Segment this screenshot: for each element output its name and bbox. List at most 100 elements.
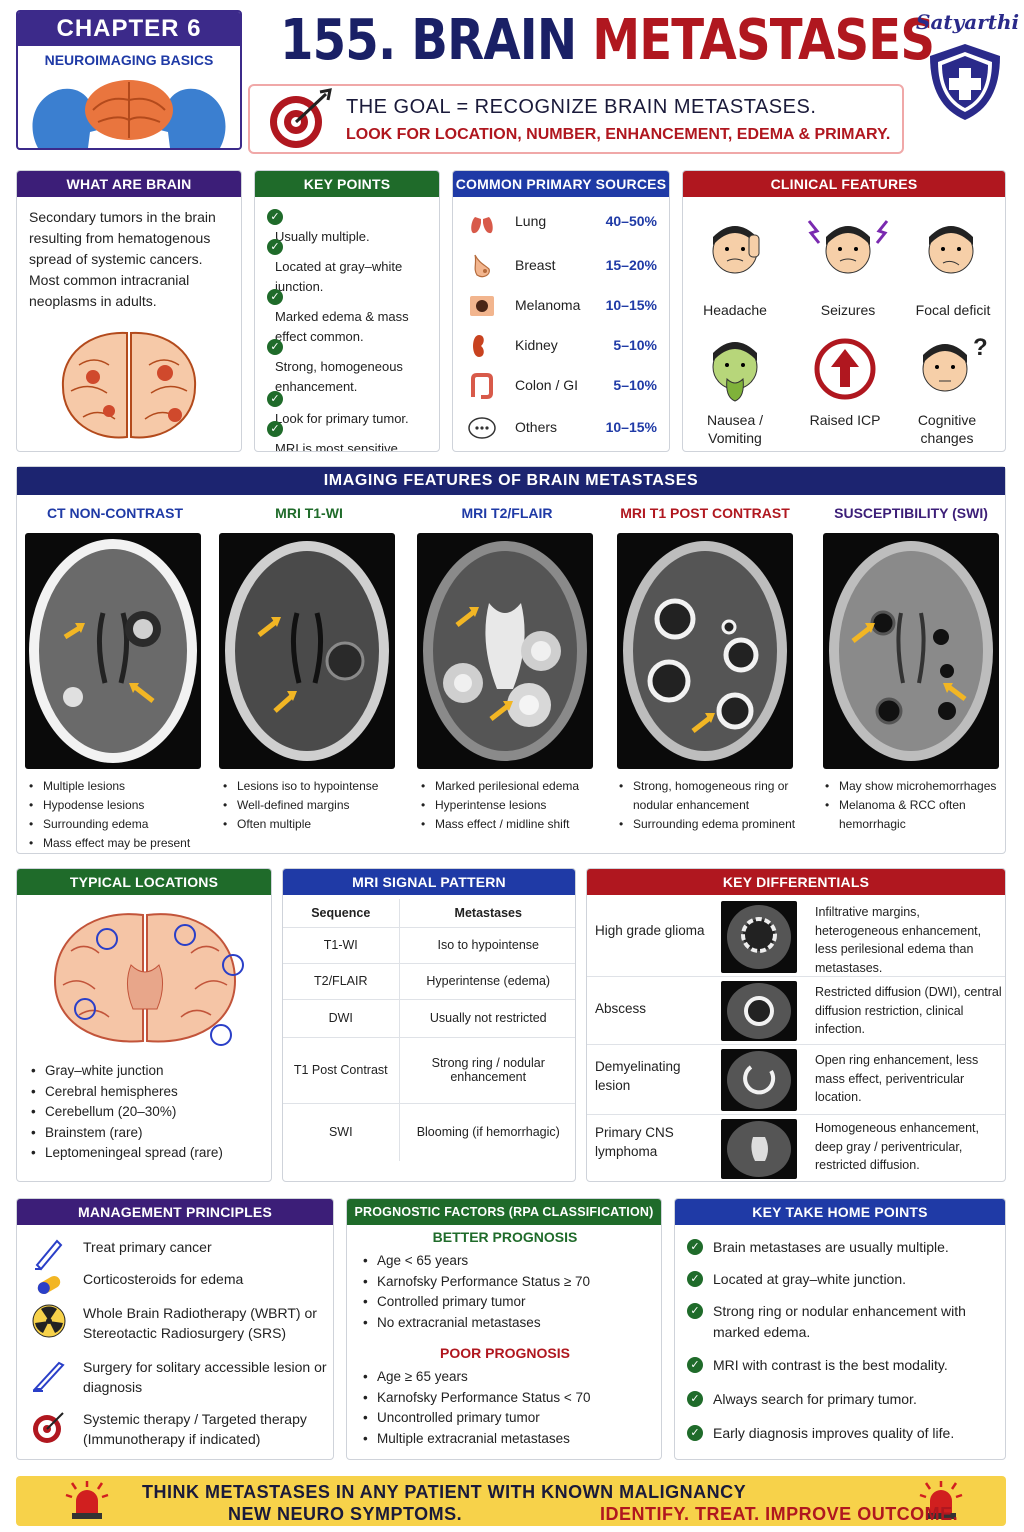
check-icon: ✓ — [687, 1425, 703, 1441]
what-are-heading: WHAT ARE BRAIN METASTASES? — [17, 171, 241, 218]
check-icon: ✓ — [687, 1239, 703, 1255]
check-icon: ✓ — [267, 339, 283, 355]
imaging-column-title: MRI T1 POST CONTRAST — [620, 505, 790, 521]
imaging-column-title: CT NON-CONTRAST — [46, 505, 184, 521]
chapter-label: CHAPTER 6 — [18, 12, 240, 46]
swi-scan-image — [823, 533, 999, 769]
poor-prognosis-title: POOR PROGNOSIS — [440, 1345, 570, 1361]
chapter-box: CHAPTER 6 NEUROIMAGING BASICS — [16, 10, 242, 150]
t2-flair-scan-image — [417, 533, 593, 769]
scalpel-icon — [32, 1361, 65, 1392]
key-differentials-heading: KEY DIFFERENTIALS — [587, 869, 1005, 895]
imaging-section: IMAGING FEATURES OF BRAIN METASTASES CT … — [16, 466, 1006, 854]
better-prognosis-list: Age < 65 years Karnofsky Performance Sta… — [361, 1251, 661, 1333]
differential-row: Abscess Restricted diffusion (DWI), cent… — [587, 977, 1005, 1045]
key-point-item: ✓Strong, homogeneous enhancement. — [267, 337, 439, 397]
management-item: Whole Brain Radiotherapy (WBRT) or Stere… — [31, 1303, 331, 1347]
check-icon: ✓ — [267, 391, 283, 407]
imaging-column-title: SUSCEPTIBILITY (SWI) — [834, 505, 988, 521]
t1-post-contrast-scan-image — [617, 533, 793, 769]
takehome-item: ✓Always search for primary tumor. — [687, 1389, 997, 1410]
clinical-feature-label: Seizures — [820, 302, 876, 318]
lungs-icon — [471, 211, 493, 234]
key-point-item: ✓Located at gray–white junction. — [267, 237, 439, 297]
management-item: Systemic therapy / Targeted therapy (Imm… — [31, 1409, 331, 1453]
alarm-light-icon — [65, 1481, 109, 1519]
cognitive-icon: ? — [922, 334, 988, 392]
others-icon — [468, 417, 496, 439]
takehome-item: ✓Early diagnosis improves quality of lif… — [687, 1423, 997, 1444]
key-point-item: ✓Marked edema & mass effect common. — [267, 287, 439, 347]
target-icon — [33, 1412, 64, 1443]
imaging-column-t1-post: MRI T1 POST CONTRAST Strong, homogeneous… — [607, 497, 803, 853]
imaging-heading: IMAGING FEATURES OF BRAIN METASTASES — [17, 467, 1005, 495]
brain-coronal-icon — [53, 913, 244, 1046]
key-point-item: ✓Usually multiple. — [267, 207, 439, 247]
nausea-icon — [712, 342, 758, 402]
alarm-light-icon — [919, 1481, 963, 1519]
footer-line1: THINK METASTASES IN ANY PATIENT WITH KNO… — [142, 1482, 747, 1502]
takehome-heading: KEY TAKE HOME POINTS — [675, 1199, 1005, 1225]
check-icon: ✓ — [687, 1271, 703, 1287]
takehome-item: ✓Brain metastases are usually multiple. — [687, 1237, 997, 1258]
radiation-icon — [32, 1304, 66, 1338]
management-heading: MANAGEMENT PRINCIPLES — [17, 1199, 333, 1225]
typical-locations-heading: TYPICAL LOCATIONS — [17, 869, 271, 895]
abscess-scan-image — [721, 981, 797, 1041]
footer-line3: IDENTIFY. TREAT. IMPROVE OUTCOME. — [600, 1504, 959, 1524]
headache-icon — [712, 226, 760, 274]
svg-text:?: ? — [973, 334, 988, 361]
t1-scan-image — [219, 533, 395, 769]
primary-sources-heading: COMMON PRIMARY SOURCES — [453, 171, 669, 197]
mri-signal-heading: MRI SIGNAL PATTERN — [283, 869, 575, 895]
key-points-heading: KEY POINTS — [255, 171, 439, 197]
imaging-bullets: Lesions iso to hypointense Well-defined … — [223, 777, 403, 834]
management-card: MANAGEMENT PRINCIPLES Treat primary canc… — [16, 1198, 334, 1460]
key-differentials-card: KEY DIFFERENTIALS High grade glioma Infi… — [586, 868, 1006, 1182]
what-are-text: Secondary tumors in the brain resulting … — [29, 209, 216, 309]
key-points-card: KEY POINTS ✓Usually multiple. ✓Located a… — [254, 170, 440, 452]
clinical-feature-label: Focal deficit — [915, 302, 991, 318]
target-icon — [270, 88, 332, 148]
takehome-item: ✓MRI with contrast is the best modality. — [687, 1355, 997, 1376]
takehome-item: ✓Located at gray–white junction. — [687, 1269, 997, 1290]
imaging-column-swi: SUSCEPTIBILITY (SWI) May show microhemor… — [813, 497, 1009, 853]
prognosis-card: PROGNOSTIC FACTORS (RPA CLASSIFICATION) … — [346, 1198, 662, 1460]
pen-icon — [35, 1239, 63, 1271]
imaging-bullets: May show microhemorrhages Melanoma & RCC… — [825, 777, 1005, 834]
focal-deficit-icon — [928, 226, 974, 274]
table-header: Metastases — [399, 899, 575, 928]
takehome-card: KEY TAKE HOME POINTS ✓Brain metastases a… — [674, 1198, 1006, 1460]
check-icon: ✓ — [687, 1357, 703, 1373]
table-header: Sequence — [283, 899, 400, 928]
pill-icon — [37, 1276, 61, 1294]
management-item: Treat primary cancer — [31, 1235, 331, 1271]
clinical-feature-label: Headache — [703, 302, 767, 318]
colon-icon — [471, 373, 493, 399]
goal-box: THE GOAL = RECOGNIZE BRAIN METASTASES. L… — [248, 84, 904, 154]
chapter-subtitle: NEUROIMAGING BASICS — [44, 52, 214, 68]
imaging-bullets: Strong, homogeneous ring or nodular enha… — [619, 777, 799, 834]
check-icon: ✓ — [267, 239, 283, 255]
ct-scan-image — [25, 533, 201, 769]
check-icon: ✓ — [267, 209, 283, 225]
lymphoma-scan-image — [721, 1119, 797, 1179]
poor-prognosis-list: Age ≥ 65 years Karnofsky Performance Sta… — [361, 1367, 661, 1449]
brain-heads-icon — [32, 80, 226, 148]
imaging-column-title: MRI T2/FLAIR — [461, 505, 553, 521]
takehome-item: ✓Strong ring or nodular enhancement with… — [687, 1301, 997, 1343]
clinical-feature-label: Cognitive changes — [917, 412, 977, 446]
goal-statement: THE GOAL = RECOGNIZE BRAIN METASTASES. — [346, 96, 817, 118]
differential-row: High grade glioma Infiltrative margins, … — [587, 897, 1005, 977]
differential-row: Primary CNS lymphoma Homogeneous enhance… — [587, 1115, 1005, 1181]
raised-icp-icon — [814, 338, 876, 400]
